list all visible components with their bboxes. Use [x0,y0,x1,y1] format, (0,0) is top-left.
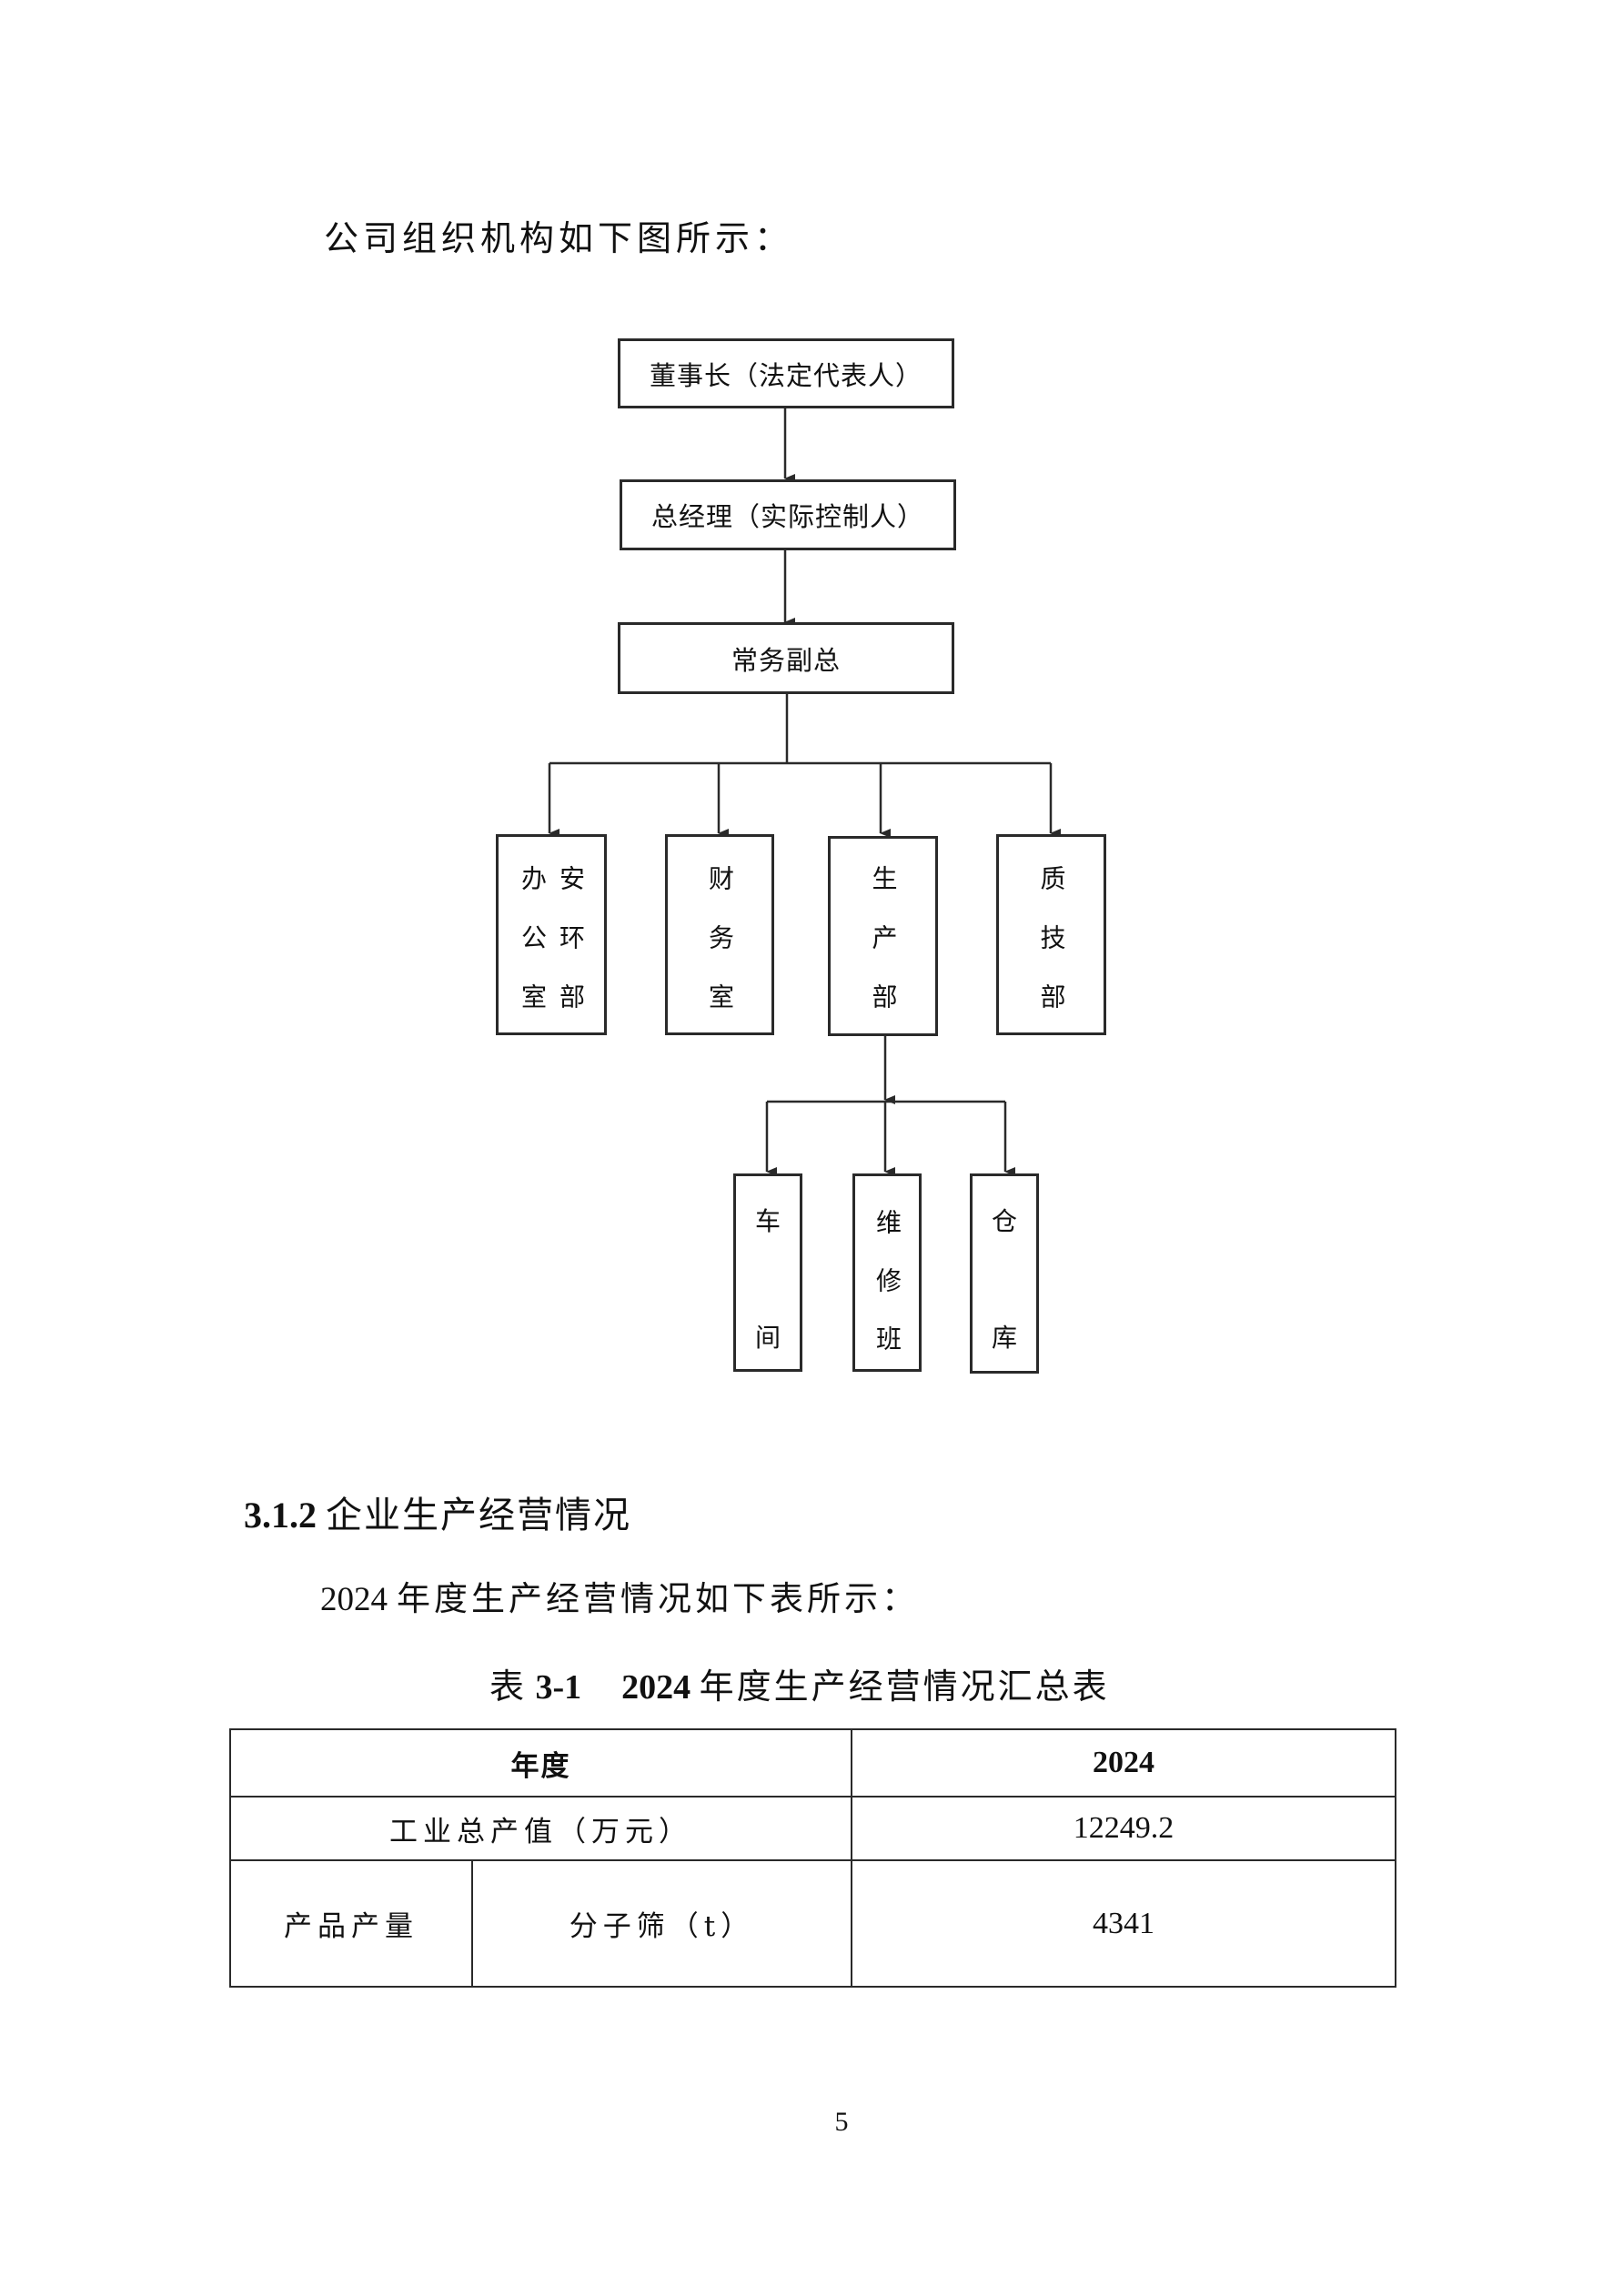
section-title: 企业生产经营情况 [326,1495,631,1536]
org-label-warehouse: 仓 库 [992,1209,1017,1371]
org-char: 仓 [991,1206,1017,1236]
org-box-general-manager: 总经理（实际控制人） [620,479,956,550]
table-header-row: 年度 2024 [229,1728,1396,1798]
row-label-cell: 分子筛（t） [471,1859,852,1988]
org-label-quality-tech: 质技部 [1036,865,1067,1042]
caption-year: 2024 [621,1668,691,1707]
org-char: 间 [754,1323,781,1353]
org-char: 库 [991,1323,1017,1353]
paragraph-year: 2024 [320,1581,388,1618]
production-summary-table: 年度 2024 工业总产值（万元） 12249.2 产品产量 分子筛（t） 43… [229,1728,1396,1988]
org-box-office-safety: 办公室 安环部 [496,834,607,1042]
caption-prefix: 表 [489,1667,528,1707]
table-row: 产品产量 分子筛（t） 4341 [229,1859,1396,1988]
org-chart-connectors [548,408,1061,1176]
table-caption: 表 3-1 2024 年度生产经营情况汇总表 [489,1663,1110,1711]
org-label-safety-env: 安环部 [556,865,586,1042]
org-label-finance: 财务室 [705,865,735,1042]
org-box-finance: 财务室 [665,834,774,1042]
org-label-maintenance-team: 维修班 [872,1209,902,1384]
caption-number: 3-1 [535,1668,582,1707]
org-label-general-manager: 总经理（实际控制人） [650,501,924,532]
org-box-quality-tech: 质技部 [996,834,1106,1042]
org-box-warehouse: 仓 库 [970,1173,1039,1374]
row-group-cell: 产品产量 [229,1859,473,1988]
org-label-chairman: 董事长（法定代表人） [649,359,922,391]
org-box-maintenance-team: 维修班 [852,1173,922,1384]
row-label-cell: 工业总产值（万元） [229,1796,852,1861]
page-number: 5 [834,2107,849,2137]
org-box-production: 生产部 [828,836,938,1042]
org-box-workshop: 车 间 [733,1173,802,1372]
org-char: 车 [754,1206,781,1236]
org-label-executive-vp: 常务副总 [731,644,841,676]
section-number: 3.1.2 [244,1495,317,1536]
org-label-production: 生产部 [868,865,899,1042]
caption-title: 年度生产经营情况汇总表 [699,1667,1110,1707]
org-box-chairman: 董事长（法定代表人） [618,338,954,408]
header-value-cell: 2024 [851,1728,1396,1798]
header-label-cell: 年度 [229,1728,852,1798]
org-label-workshop: 车 间 [755,1209,781,1369]
org-box-executive-vp: 常务副总 [618,622,954,694]
intro-text: 公司组织机构如下图所示： [324,218,794,258]
paragraph-text: 年度生产经营情况如下表所示： [397,1579,919,1618]
org-label-office: 办公室 [518,865,548,1042]
table-row: 工业总产值（万元） 12249.2 [229,1796,1396,1861]
row-value-cell: 12249.2 [851,1796,1396,1861]
row-value-cell: 4341 [851,1859,1396,1988]
